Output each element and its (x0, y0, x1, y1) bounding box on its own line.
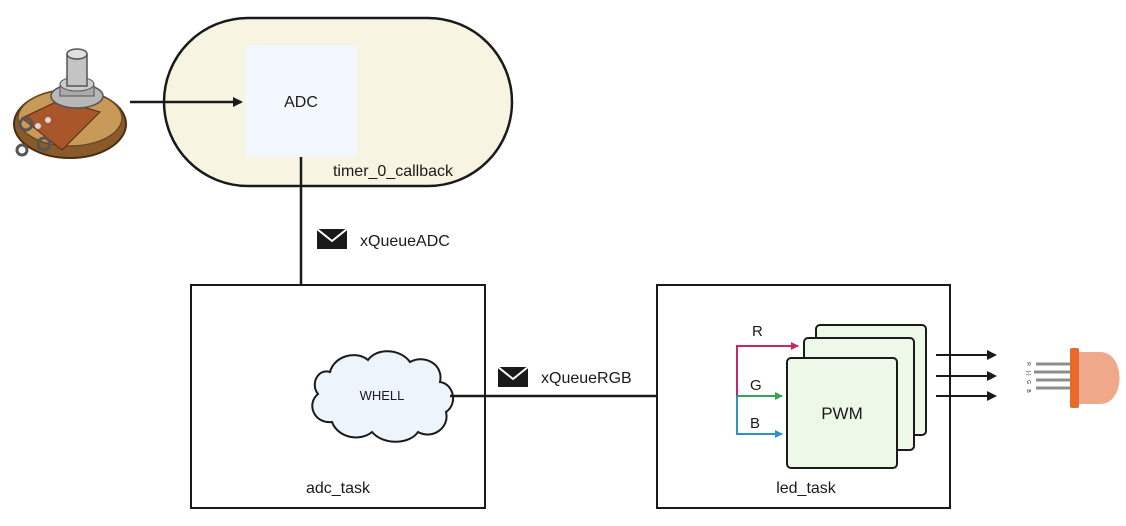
led-pin-label-r: R (1025, 362, 1031, 366)
whell-label: WHELL (360, 388, 405, 403)
pwm-box-front (786, 357, 898, 469)
queue-rgb-label: xQueueRGB (541, 370, 632, 387)
led-pin-label-gnd: (-) (1025, 371, 1031, 376)
channel-r-label: R (752, 323, 763, 340)
led-pin-label-g: G (1025, 380, 1031, 384)
rgb-led-icon (1034, 348, 1120, 408)
channel-g-label: G (750, 377, 762, 394)
led-pin-label-b: B (1025, 389, 1031, 393)
adc-block (245, 45, 357, 157)
channel-b-line (736, 396, 783, 438)
channel-b-label: B (750, 415, 760, 432)
led-task-label: led_task (776, 480, 837, 497)
envelope-icon (497, 366, 529, 387)
adc-label: ADC (284, 94, 318, 111)
queue-adc-label: xQueueADC (360, 233, 450, 250)
whell-cloud (311, 350, 455, 443)
pwm-label: PWM (821, 404, 863, 423)
adc-task-label: adc_task (306, 480, 371, 497)
timer-callback-label: timer_0_callback (333, 163, 454, 180)
channel-r-line (736, 342, 799, 396)
envelope-icon (316, 228, 348, 249)
potentiometer-icon (13, 48, 127, 159)
